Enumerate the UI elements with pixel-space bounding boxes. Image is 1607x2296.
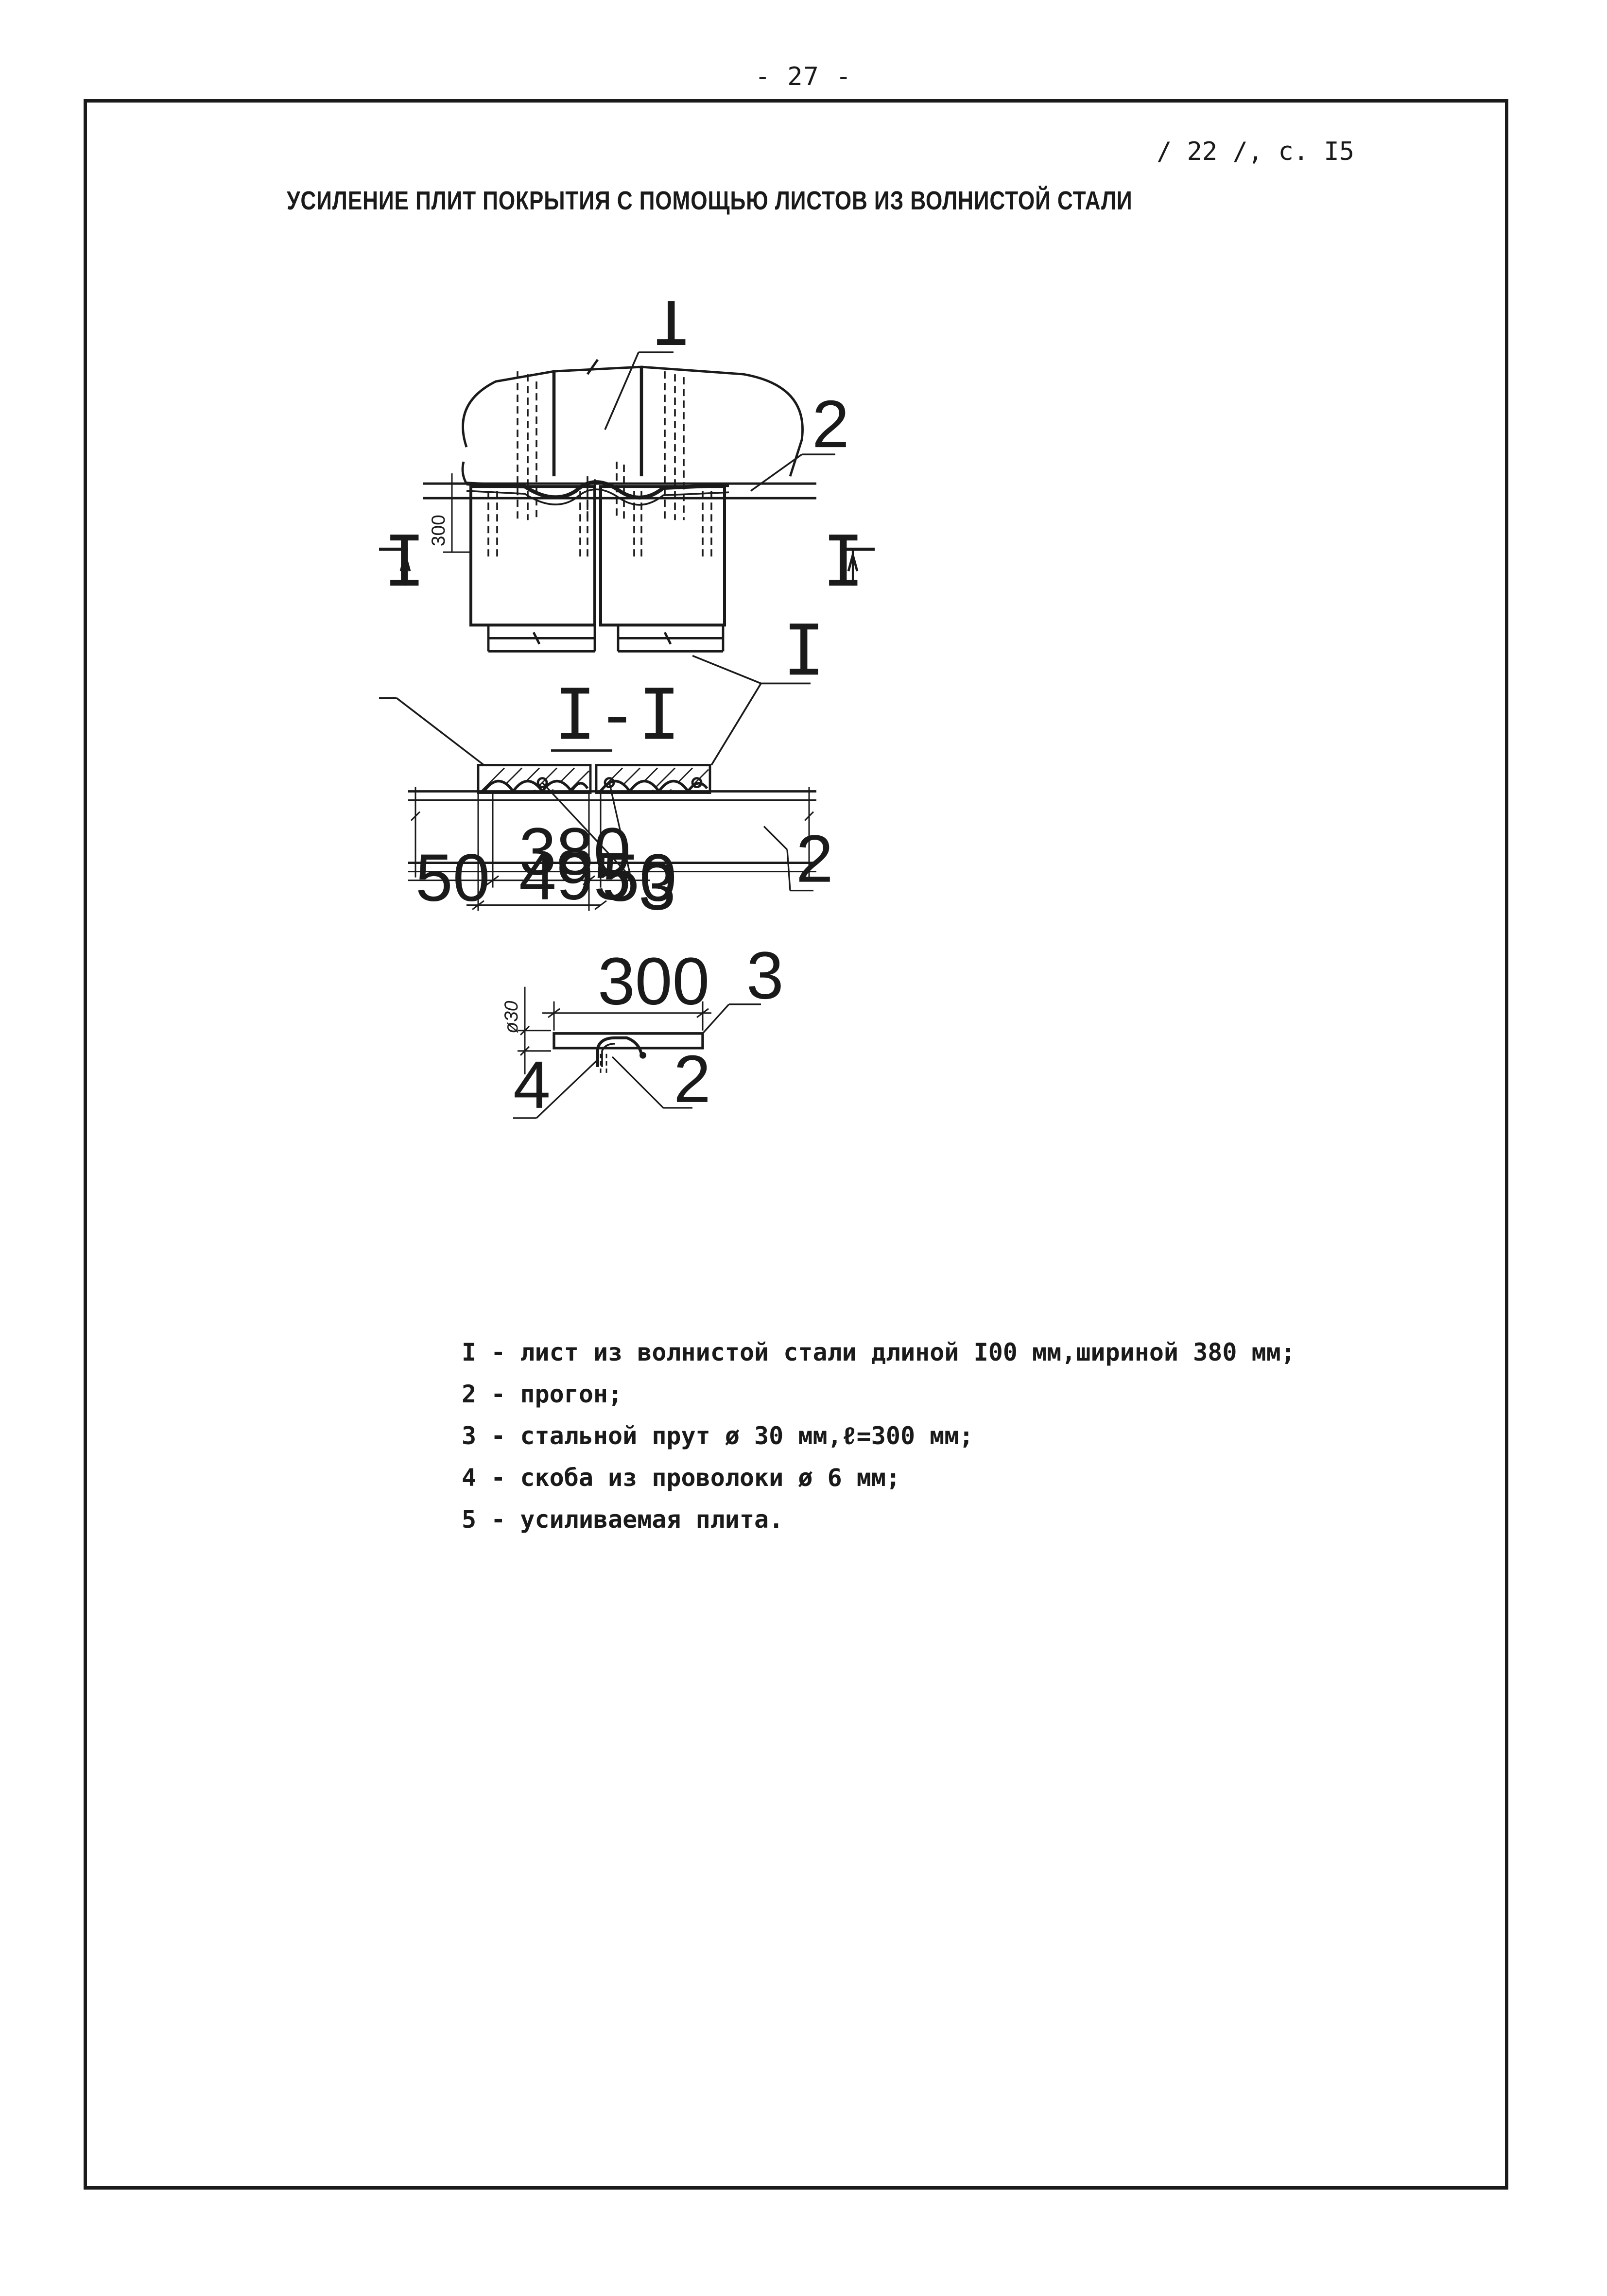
- callout-bracket-detail: 4: [513, 1048, 551, 1122]
- legend-item-slab: 5 - усиливаемая плита.: [462, 1505, 784, 1534]
- legend-item-rod: 3 - стальной прут ø 30 мм,ℓ=300 мм;: [462, 1422, 974, 1450]
- callout-purlin-section: 2: [796, 822, 833, 897]
- page-number: - 27 -: [755, 62, 852, 91]
- callout-sheet-top: I: [650, 301, 692, 362]
- dimension-edge-left: 50: [415, 841, 490, 915]
- rod-detail: [513, 986, 761, 1119]
- dimension-height: 300: [428, 515, 449, 546]
- callout-purlin-top: 2: [812, 387, 849, 462]
- section-view: [408, 764, 816, 911]
- dimension-rod-diameter: ø30: [501, 1001, 522, 1034]
- drawing-frame: [84, 99, 1508, 2190]
- callout-rod-section: 3: [639, 849, 676, 924]
- legend-item-sheet: I - лист из волнистой стали длиной I00 м…: [462, 1338, 1296, 1366]
- section-mark-right: I: [822, 520, 864, 602]
- legend-item-bracket: 4 - скоба из проволоки ø 6 мм;: [462, 1464, 901, 1492]
- plan-view: [379, 351, 875, 766]
- callout-purlin-detail: 2: [674, 1042, 711, 1117]
- legend: I - лист из волнистой стали длиной I00 м…: [462, 1331, 1482, 1540]
- section-title: I-I: [554, 673, 680, 755]
- technical-drawing: I 2 300 I I I I-I: [379, 301, 991, 1239]
- page-title: УСИЛЕНИЕ ПЛИТ ПОКРЫТИЯ С ПОМОЩЬЮ ЛИСТОВ …: [287, 186, 1133, 215]
- dimension-edge-right: 50: [602, 841, 676, 915]
- callout-rod-detail: 3: [746, 938, 784, 1013]
- dimension-total-width: 495: [519, 839, 631, 914]
- legend-item-purlin: 2 - прогон;: [462, 1380, 623, 1408]
- dimension-rod-length: 300: [598, 944, 709, 1019]
- dimension-sheet-width: 380: [519, 814, 631, 889]
- source-reference: / 22 /, с. I5: [1157, 137, 1354, 166]
- section-mark-left: I: [383, 520, 426, 602]
- callout-sheet-right: I: [783, 609, 825, 691]
